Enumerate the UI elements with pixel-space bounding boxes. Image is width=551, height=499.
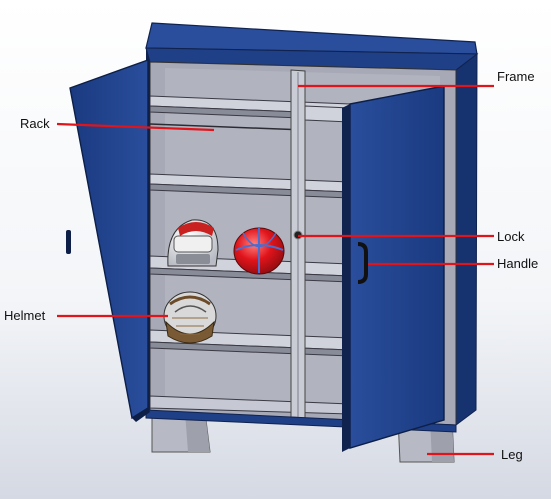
rack-leader xyxy=(56,122,215,132)
label-rack: Rack xyxy=(20,116,50,131)
label-frame: Frame xyxy=(497,69,535,84)
red-helmet xyxy=(233,227,285,275)
white-helmet xyxy=(167,219,219,267)
cabinet-legs xyxy=(151,411,455,463)
left-door xyxy=(66,59,150,422)
label-leg: Leg xyxy=(501,447,523,462)
label-helmet: Helmet xyxy=(4,308,46,323)
cabinet-right-side xyxy=(455,52,478,426)
leader-lines xyxy=(56,84,494,456)
right-door xyxy=(342,85,445,452)
mesh-helmet xyxy=(163,291,217,344)
label-lock: Lock xyxy=(497,229,525,244)
label-handle: Handle xyxy=(497,256,539,271)
